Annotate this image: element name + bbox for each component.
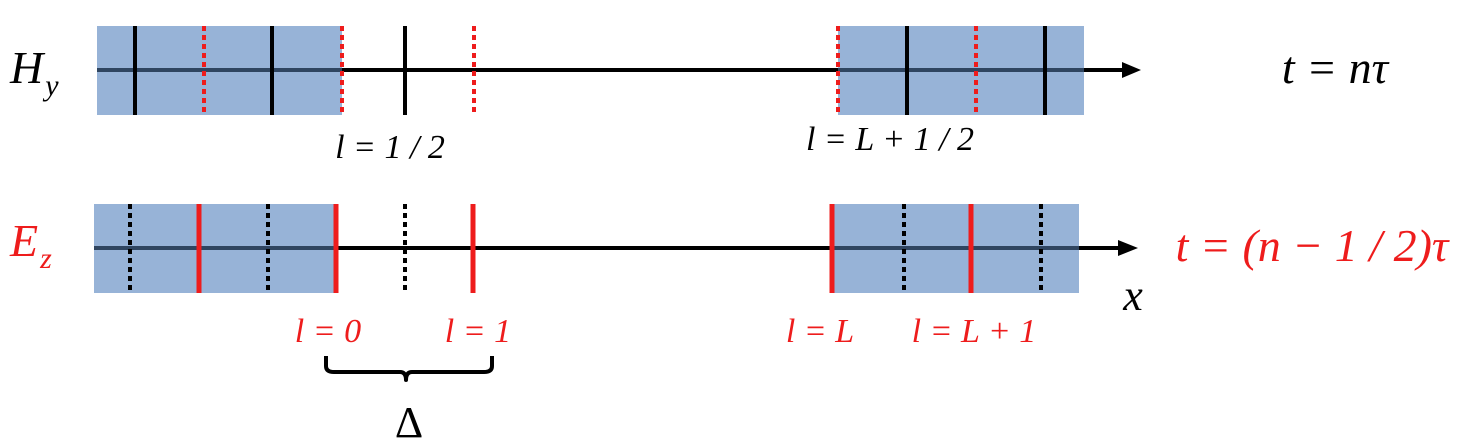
ez-field-subscript: z — [39, 242, 52, 275]
brace-icon — [324, 356, 494, 382]
ez-index-label-0: l = 0 — [295, 313, 361, 350]
svg-text:Ez: Ez — [9, 215, 52, 275]
hy-index-label-L-half: l = L + 1 / 2 — [806, 121, 974, 158]
ez-index-label-1: l = 1 — [445, 313, 511, 350]
grid-spacing-brace: Δ — [324, 356, 494, 442]
svg-text:Hy: Hy — [9, 42, 59, 102]
ez-index-label-L-plus-1: l = L + 1 — [912, 313, 1037, 350]
ez-field-symbol: E — [9, 215, 38, 266]
ez-time-label: t = (n − 1 / 2)τ — [1176, 220, 1450, 271]
ez-row: Ez t = (n − 1 / 2)τ x l = 0 l = 1 l = L … — [9, 204, 1450, 350]
hy-field-symbol: H — [9, 42, 46, 93]
x-axis-label: x — [1122, 271, 1143, 320]
hy-index-label-half: l = 1 / 2 — [335, 129, 445, 166]
hy-row: Hy t = nτ l = 1 / 2 l = L + 1 / 2 — [9, 26, 1390, 166]
hy-axis-arrowhead — [1122, 62, 1141, 78]
ez-axis-arrowhead — [1118, 240, 1138, 256]
hy-field-subscript: y — [42, 69, 59, 102]
hy-time-label: t = nτ — [1282, 42, 1390, 93]
ez-index-label-L: l = L — [786, 313, 854, 350]
grid-spacing-label: Δ — [395, 398, 423, 442]
